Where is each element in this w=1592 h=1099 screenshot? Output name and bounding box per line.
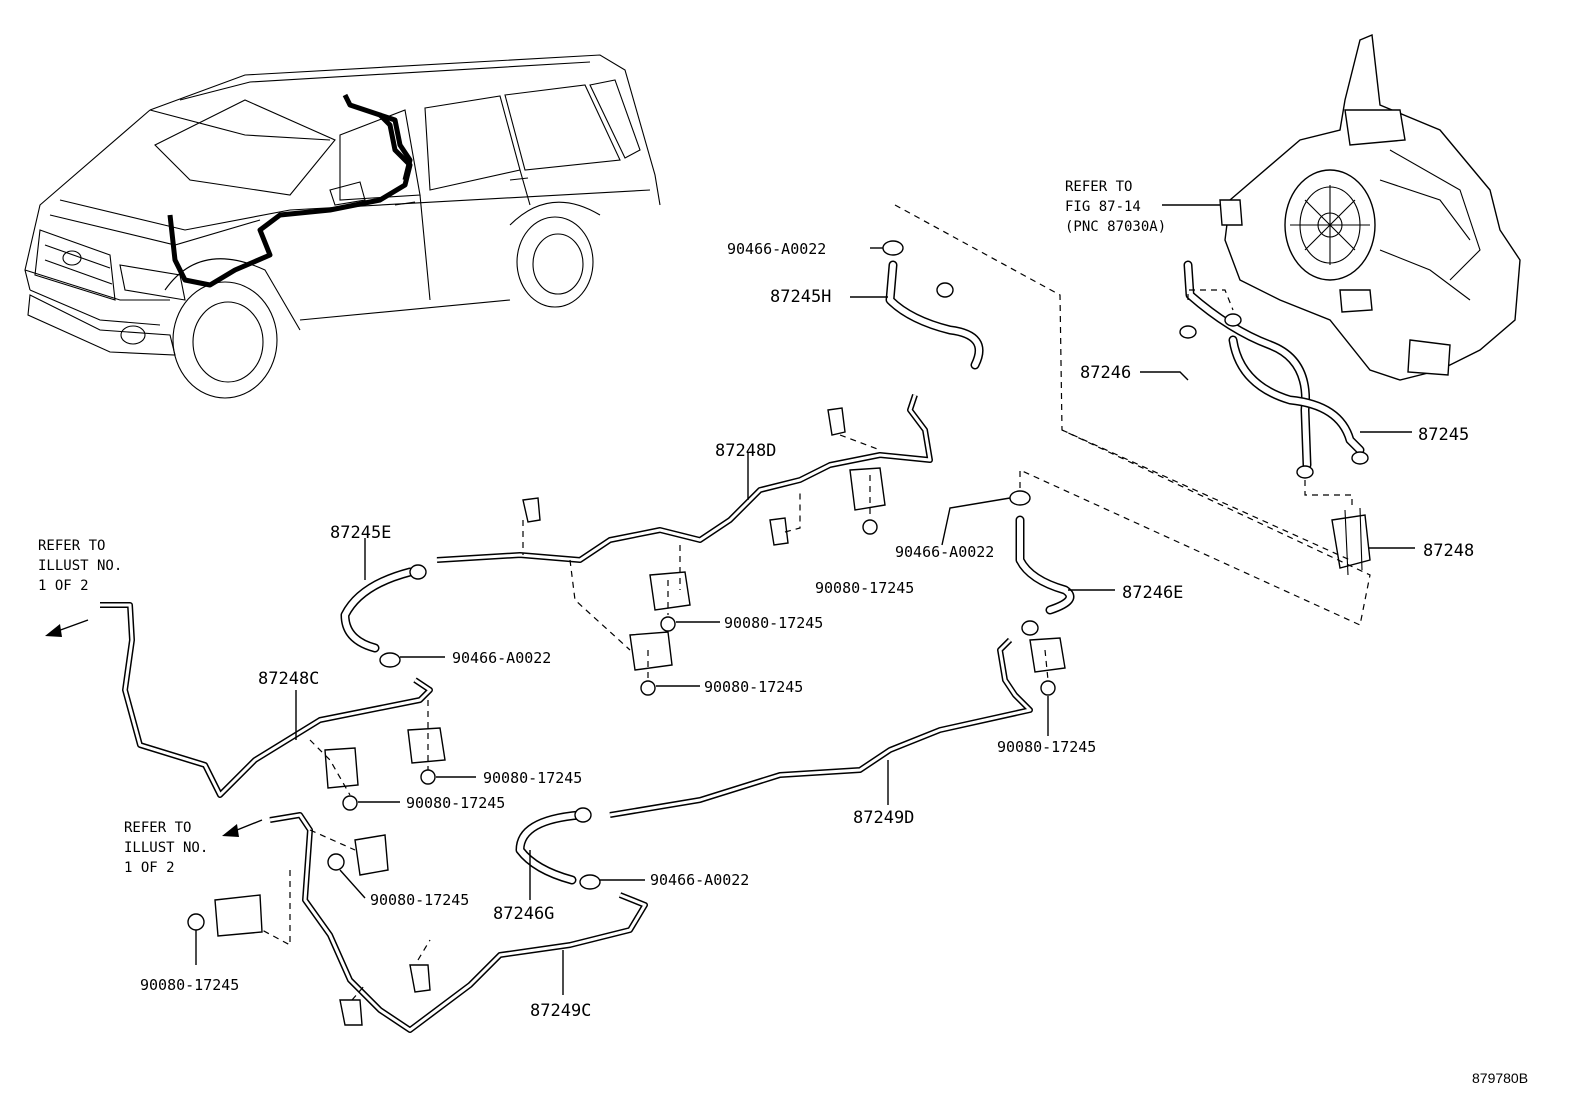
nut-icon	[420, 769, 436, 785]
clamp-icon	[1021, 620, 1039, 636]
label-hose-87245: 87245	[1418, 425, 1469, 445]
nut-icon	[640, 680, 656, 696]
pipe-87248D	[436, 394, 933, 563]
bracket-icon	[649, 571, 691, 611]
label-clamp-90466: 90466-A0022	[895, 543, 994, 561]
label-hose-87246: 87246	[1080, 363, 1131, 383]
label-nut-90080: 90080-17245	[997, 738, 1096, 756]
ref-fig-line2: FIG 87-14	[1065, 199, 1141, 215]
clamp-icon	[1224, 313, 1242, 327]
pipe-87249C	[269, 812, 648, 1033]
clip-icon	[522, 497, 541, 523]
ref-illust-top-line3: 1 OF 2	[38, 578, 89, 594]
label-hose-87246G: 87246G	[493, 904, 554, 924]
nut-icon	[1040, 680, 1056, 696]
vehicle-illustration	[24, 54, 661, 399]
label-nut-90080: 90080-17245	[483, 769, 582, 787]
label-nut-90080: 90080-17245	[140, 976, 239, 994]
clamp-icon	[379, 652, 401, 668]
arrow-left-icon	[45, 624, 62, 637]
label-nut-90080: 90080-17245	[704, 678, 803, 696]
label-nut-90080: 90080-17245	[370, 891, 469, 909]
nut-icon	[660, 616, 676, 632]
hose-87245E	[340, 567, 415, 653]
pipe-87248C	[100, 602, 433, 798]
figure-id: 879780B	[1472, 1070, 1528, 1086]
bracket-icon	[407, 727, 446, 764]
label-hose-87245E: 87245E	[330, 523, 391, 543]
nut-icon	[342, 795, 358, 811]
clip-icon	[354, 834, 389, 876]
clamp-icon	[936, 282, 954, 298]
label-pipe-87248C: 87248C	[258, 669, 319, 689]
heater-unit-assembly	[1219, 33, 1521, 381]
label-pipe-87248D: 87248D	[715, 441, 776, 461]
clip-icon	[409, 964, 431, 993]
hose-87246E	[1015, 515, 1075, 615]
ref-fig-line3: (PNC 87030A)	[1065, 219, 1166, 235]
label-valve-87248: 87248	[1423, 541, 1474, 561]
label-clamp-90466: 90466-A0022	[452, 649, 551, 667]
clamp-icon	[1179, 325, 1197, 339]
label-nut-90080: 90080-17245	[815, 579, 914, 597]
pipe-87249D	[609, 637, 1033, 818]
leader-lines	[195, 204, 1415, 995]
clamp-icon	[1009, 490, 1031, 506]
clip-icon	[827, 407, 846, 436]
clamp-icon	[409, 564, 427, 580]
ref-illust-bottom-line2: ILLUST NO.	[124, 840, 208, 856]
direction-arrows	[45, 619, 263, 837]
hose-87245	[1228, 335, 1365, 455]
clamp-icon	[574, 807, 592, 823]
label-clamp-90466: 90466-A0022	[650, 871, 749, 889]
bracket-icon	[324, 747, 359, 789]
clip-icon	[769, 517, 789, 546]
ref-illust-bottom-line1: REFER TO	[124, 820, 191, 836]
ref-illust-top-line1: REFER TO	[38, 538, 105, 554]
label-nut-90080: 90080-17245	[724, 614, 823, 632]
bracket-icon	[214, 894, 263, 937]
label-pipe-87249D: 87249D	[853, 808, 914, 828]
ref-illust-bottom-line3: 1 OF 2	[124, 860, 175, 876]
ref-fig-line1: REFER TO	[1065, 179, 1132, 195]
clamp-icon	[1351, 451, 1369, 465]
nut-icon	[187, 913, 205, 931]
clip-icon	[339, 999, 363, 1026]
bracket-icon	[1029, 637, 1066, 673]
label-hose-87245H: 87245H	[770, 287, 831, 307]
clamp-icon	[882, 240, 904, 256]
clamp-icon	[1296, 465, 1314, 479]
nut-icon	[327, 853, 345, 871]
label-clamp-90466: 90466-A0022	[727, 240, 826, 258]
clamp-icon	[579, 874, 601, 890]
dashed-connectors	[261, 204, 1371, 1001]
bracket-icon	[849, 467, 886, 511]
hose-87246	[1183, 260, 1312, 470]
bracket-icon	[629, 631, 673, 671]
clamps-and-fasteners	[187, 240, 1371, 1026]
ref-illust-top-line2: ILLUST NO.	[38, 558, 122, 574]
arrow-left-icon	[222, 824, 239, 837]
label-hose-87246E: 87246E	[1122, 583, 1183, 603]
hose-87246G	[515, 810, 585, 885]
hose-87245H	[885, 260, 984, 370]
nut-icon	[862, 519, 878, 535]
label-pipe-87249C: 87249C	[530, 1001, 591, 1021]
label-nut-90080: 90080-17245	[406, 794, 505, 812]
part-labels: REFER TO FIG 87-14 (PNC 87030A) 90466-A0…	[38, 179, 1528, 1086]
